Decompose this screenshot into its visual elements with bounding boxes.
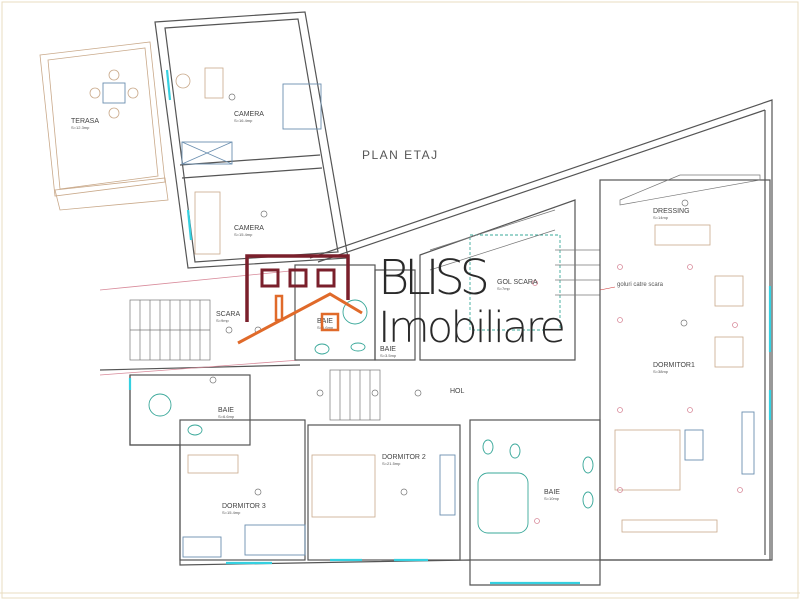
- upper-wing: [154, 11, 349, 269]
- room-label: GOL SCARA: [497, 279, 538, 286]
- stair: [129, 299, 211, 361]
- logo-chimney: [274, 294, 284, 322]
- room-area: S=5.6mp: [317, 325, 334, 330]
- room-area: S=21.5mp: [382, 461, 401, 466]
- room-area: S=15.4mp: [222, 510, 241, 515]
- bliss-logo: BLISS Imobiliare: [237, 250, 566, 353]
- logo-window: [316, 268, 336, 288]
- room-area: S=38mp: [653, 369, 669, 374]
- logo-brand: BLISS: [378, 250, 490, 306]
- room-area: S=6.6mp: [218, 414, 235, 419]
- plan-title: PLAN ETAJ: [362, 148, 439, 162]
- logo-house-outline: [245, 254, 350, 322]
- room-label: CAMERA: [234, 225, 264, 232]
- room-label: DORMITOR 2: [382, 454, 426, 461]
- room-label: BAIE: [218, 407, 234, 414]
- room-area: S=16.4mp: [234, 118, 253, 123]
- room-label: TERASA: [71, 118, 99, 125]
- room-area: S=12.3mp: [71, 125, 90, 130]
- room-label: BAIE: [317, 318, 333, 325]
- room-area: S=9mp: [216, 318, 230, 323]
- logo-window: [260, 268, 280, 288]
- room-label: DORMITOR1: [653, 362, 695, 369]
- toilet-icon: [350, 342, 366, 352]
- room-label: DRESSING: [653, 208, 690, 215]
- main-building: [99, 93, 773, 586]
- light-fixtures: [209, 93, 689, 496]
- bathtub-icon: [342, 299, 368, 325]
- terrace: [39, 41, 169, 211]
- room-label: SCARA: [216, 311, 240, 318]
- room-label: DORMITOR 3: [222, 503, 266, 510]
- logo-window: [288, 268, 308, 288]
- room-label: BAIE: [380, 346, 396, 353]
- room-label: BAIE: [544, 489, 560, 496]
- logo-roof-line: [237, 292, 363, 345]
- bathtub-icon: [477, 472, 529, 534]
- room-labels: TERASA S=12.3mp CAMERA S=16.4mp CAMERA S…: [71, 111, 695, 515]
- room-label: CAMERA: [234, 111, 264, 118]
- room-area: S=10mp: [544, 496, 560, 501]
- sink-icon: [314, 343, 330, 355]
- logo-door: [320, 312, 340, 332]
- openings-note: goluri catre scara: [617, 282, 664, 288]
- room-area: S=3.5mp: [380, 353, 397, 358]
- hol-stair: [329, 369, 381, 421]
- table-icon: [102, 82, 126, 104]
- gol-scara-stair: [429, 209, 600, 296]
- room-area: S=15.4mp: [234, 232, 253, 237]
- logo-tagline: Imobiliare: [378, 303, 566, 353]
- room-area: S=7mp: [497, 286, 511, 291]
- spot-lights: [532, 264, 743, 524]
- room-area: S=14mp: [653, 215, 669, 220]
- room-label: HOL: [450, 388, 465, 395]
